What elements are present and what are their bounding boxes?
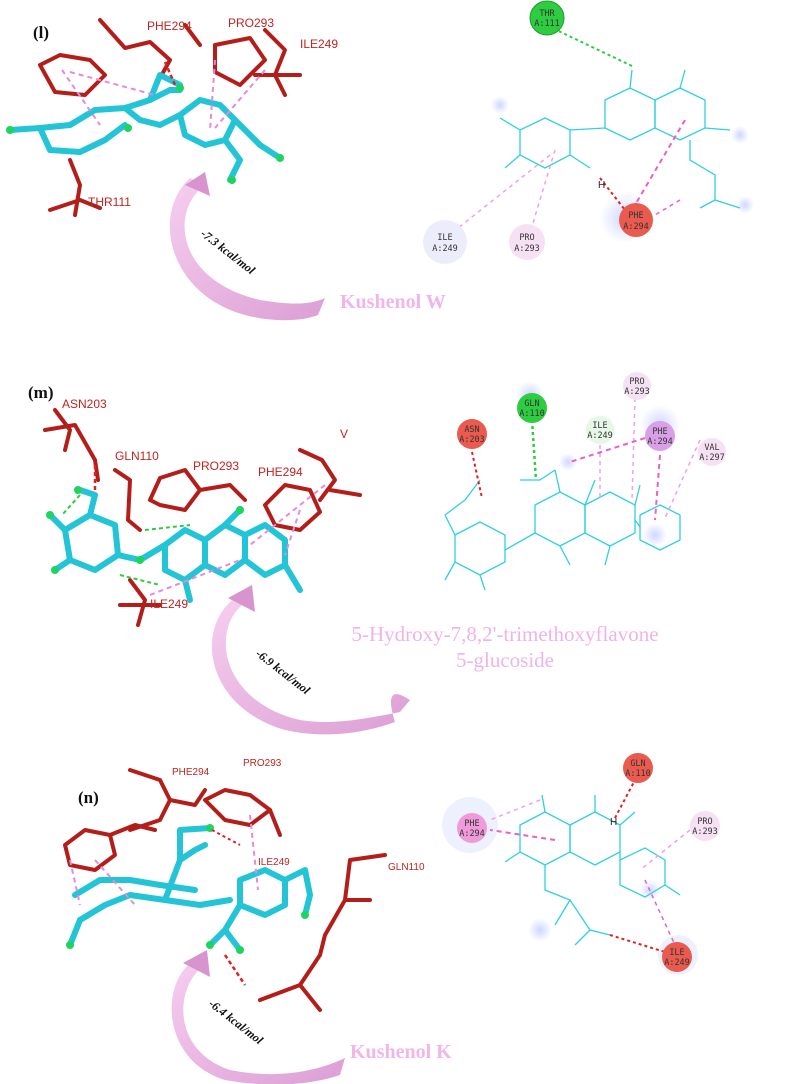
- residue-node-name-phe294-l: PHE: [628, 211, 643, 221]
- residue-label-phe294-m: PHE294: [258, 465, 303, 479]
- residue-label-ile249-l: ILE249: [300, 37, 338, 51]
- residue-node-chain-thr111-l: A:111: [534, 19, 560, 29]
- ligand-atoms-l: [6, 84, 284, 184]
- panel-letter-n: (n): [78, 788, 99, 807]
- panel-m: (m): [28, 372, 726, 735]
- residue-node-name-gln110-n: GLN: [630, 759, 645, 769]
- panel-letter-l: (l): [33, 23, 49, 42]
- curved-arrow-l: [169, 178, 325, 321]
- residue-label-pro293-n: PRO293: [243, 758, 282, 769]
- arrow-head-l: [185, 172, 210, 196]
- curved-arrow-n: [171, 960, 345, 1084]
- residue-node-phe294-m: [645, 421, 675, 451]
- residue-node-name-gln110-m: GLN: [524, 399, 539, 409]
- residue-label-pro293-l: PRO293: [228, 16, 274, 30]
- residue-node-name-asn203-m: ASN: [464, 425, 479, 435]
- residue-node-name-val297-m: VAL: [704, 443, 719, 453]
- residue-node-val297-m: [698, 438, 726, 466]
- residue-node-gln110-n: [623, 753, 653, 783]
- residue-label-ile249-n: ILE249: [258, 857, 290, 868]
- interaction-dashes-3d-n: [69, 814, 259, 906]
- residue-node-pro293-l: [509, 224, 545, 260]
- residue-node-name-phe294-n: PHE: [464, 819, 479, 829]
- ligand-3d-n: [67, 825, 313, 953]
- protein-residues-3d-n: [63, 768, 387, 1012]
- residue-node-pro293-n: [690, 811, 720, 841]
- hydrogen-label-n: H: [610, 817, 617, 828]
- compound-name-n: Kushenol K: [350, 1041, 452, 1063]
- hbond-3d-n: [223, 954, 247, 986]
- interaction-2d-l: H THR A:111 ILE A:249 PRO A:293 PHE A:29…: [423, 0, 754, 264]
- residue-label-thr111-l: THR111: [88, 195, 131, 209]
- residue-label-phe294-l: PHE294: [147, 19, 192, 33]
- residue-node-ile249-n: [662, 942, 692, 972]
- curved-arrow-m: [211, 595, 410, 735]
- residue-node-chain-gln110-n: A:110: [625, 769, 651, 779]
- binding-energy-l: -7.3 kcal/mol: [198, 226, 258, 277]
- residue-node-asn203-m: [457, 419, 487, 449]
- hbond-dashes-3d-m: [61, 494, 191, 586]
- compound-name-line2-m: 5-glucoside: [456, 648, 554, 672]
- residue-node-chain-pro293-l: A:293: [514, 244, 540, 254]
- ligand-atoms-m: [46, 486, 244, 574]
- residue-node-chain-ile249-n: A:249: [664, 958, 690, 968]
- ligand-3d-l: [7, 72, 283, 183]
- compound-name-line1-m: 5-Hydroxy-7,8,2'-trimethoxyflavone: [351, 622, 658, 646]
- hydrogen-label-l: H: [598, 180, 605, 191]
- residue-label-gln110-n: GLN110: [388, 862, 425, 873]
- residue-node-chain-asn203-m: A:203: [459, 435, 485, 445]
- residue-node-chain-ile249-m: A:249: [587, 431, 613, 441]
- residue-label-asn203-m: ASN203: [62, 397, 107, 411]
- residue-label-gln110-m: GLN110: [115, 449, 159, 463]
- residue-label-ile249-m: ILE249: [150, 597, 188, 611]
- arrow-head-n: [183, 950, 210, 977]
- residue-node-phe294-n: [457, 813, 487, 843]
- interaction-2d-m: ASN A:203 GLN A:110 ILE A:249 PRO A:293 …: [444, 372, 726, 591]
- interaction-dashes-3d-l: [61, 59, 266, 131]
- residue-node-chain-phe294-m: A:294: [647, 437, 673, 447]
- residue-node-name-ile249-n: ILE: [669, 948, 684, 958]
- binding-energy-m: -6.9 kcal/mol: [253, 646, 313, 697]
- residue-node-name-phe294-m: PHE: [652, 427, 667, 437]
- hbond2-3d-n: [211, 829, 241, 846]
- residue-node-name-pro293-n: PRO: [697, 817, 712, 827]
- panel-n: (n): [63, 753, 720, 1084]
- protein-residues-3d-l: [38, 18, 302, 217]
- residue-node-chain-val297-m: A:297: [699, 453, 725, 463]
- residue-node-chain-phe294-n: A:294: [459, 829, 485, 839]
- residue-node-chain-gln110-m: A:110: [519, 409, 545, 419]
- residue-node-ile249-m: [586, 416, 614, 444]
- residue-node-phe294-l: [619, 203, 653, 237]
- residue-node-pro293-m: [623, 372, 651, 400]
- residue-node-chain-pro293-n: A:293: [692, 827, 718, 837]
- compound-name-l: Kushenol W: [340, 291, 446, 313]
- residue-node-chain-phe294-l: A:294: [623, 222, 649, 232]
- residue-node-gln110-m: [517, 393, 547, 423]
- residue-node-name-thr111-l: THR: [539, 9, 555, 19]
- residue-node-chain-ile249-l: A:249: [432, 244, 458, 254]
- panel-l: (l): [6, 0, 754, 321]
- residue-node-name-pro293-l: PRO: [519, 233, 534, 243]
- residue-node-name-pro293-m: PRO: [629, 377, 644, 387]
- residue-node-name-ile249-m: ILE: [592, 421, 607, 431]
- binding-energy-n: -6.4 kcal/mol: [206, 996, 266, 1047]
- residue-node-chain-pro293-m: A:293: [624, 387, 650, 397]
- protein-residues-3d-m: [43, 408, 362, 627]
- arrow-head-m: [228, 585, 255, 612]
- residue-node-thr111-l: [529, 0, 565, 36]
- interaction-dashes-3d-m: [149, 484, 326, 596]
- interaction-2d-n: H GLN A:110 PHE A:294 PRO A:293 ILE A:24…: [442, 753, 720, 975]
- residue-node-name-ile249-l: ILE: [437, 233, 452, 243]
- residue-node-ile249-l: [423, 220, 467, 264]
- residue-label-phe294-n: PHE294: [172, 767, 210, 778]
- panel-letter-m: (m): [28, 383, 53, 402]
- residue-label-pro293-m: PRO293: [193, 459, 239, 473]
- residue-label-v-m: V: [340, 427, 348, 441]
